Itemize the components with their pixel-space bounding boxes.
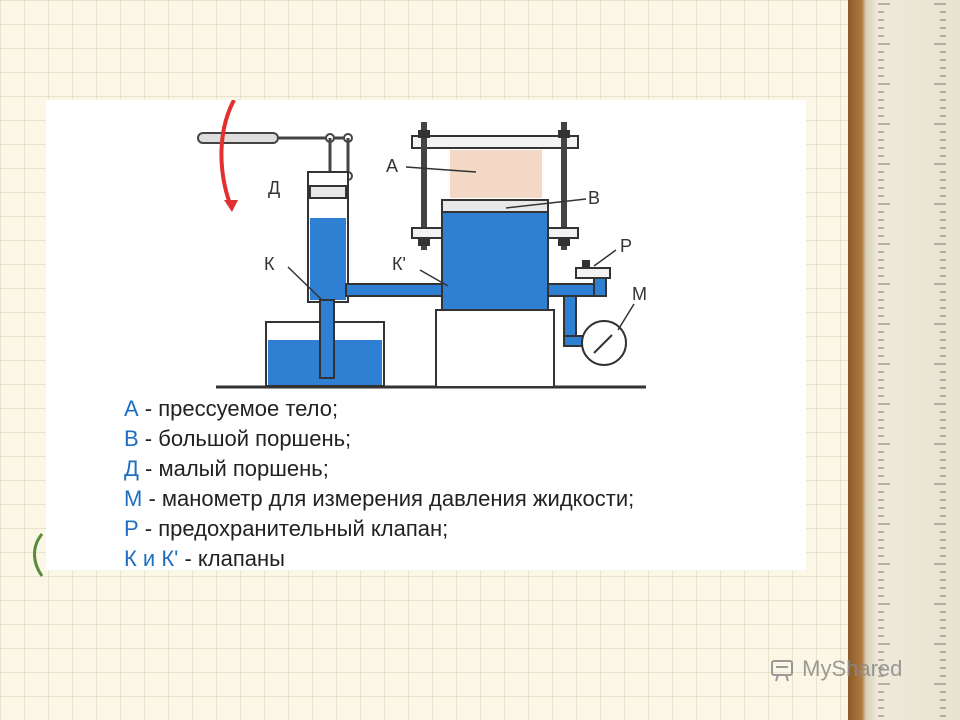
- legend-item-a: А - прессуемое тело;: [124, 396, 339, 421]
- suction-pipe: [319, 299, 335, 379]
- connecting-pipe: [345, 283, 451, 297]
- legend-item-k: К и К' - клапаны: [124, 546, 285, 570]
- nut-bottom-right: [558, 238, 570, 246]
- big-cylinder: [441, 199, 549, 311]
- pedestal: [435, 309, 555, 388]
- nut-top-left: [418, 130, 430, 138]
- top-plate: [411, 135, 579, 149]
- small-cylinder-water: [310, 218, 346, 300]
- small-piston: [309, 185, 347, 199]
- leader-k-prime: [419, 269, 449, 287]
- legend-item-b: В - большой поршень;: [124, 426, 352, 451]
- slide-card: А В Д К К' Р М А - прессуемое тело; В - …: [46, 100, 806, 570]
- watermark: MyShared: [768, 656, 902, 683]
- manometer-needle: [593, 334, 613, 354]
- label-p: Р: [620, 236, 632, 256]
- label-a: А: [386, 156, 398, 176]
- small-piston-gap: [312, 200, 344, 216]
- ruler-ticks: [878, 3, 946, 717]
- hydraulic-press-diagram: А В Д К К' Р М: [197, 100, 647, 389]
- leader-k: [287, 266, 323, 301]
- legend-item-m: М - манометр для измерения давления жидк…: [124, 486, 635, 511]
- nut-top-right: [558, 130, 570, 138]
- leader-m: [617, 303, 635, 331]
- decorative-arc: [33, 533, 44, 577]
- lever-handle: [197, 132, 279, 144]
- valve-weight: [582, 260, 590, 268]
- legend-item-d: Д - малый поршень;: [124, 456, 329, 481]
- leader-p: [593, 249, 617, 267]
- label-b: В: [588, 188, 600, 208]
- leader-b: [505, 198, 587, 209]
- myshared-logo-icon: [771, 660, 793, 682]
- big-piston: [441, 199, 549, 213]
- label-k-prime: К': [392, 254, 406, 274]
- watermark-text: MyShared: [802, 656, 903, 681]
- leader-a: [405, 166, 477, 173]
- ruler-decoration: [848, 0, 960, 720]
- nut-bottom-left: [418, 238, 430, 246]
- legend-item-p: Р - предохранительный клапан;: [124, 516, 449, 541]
- safety-valve: [575, 267, 611, 279]
- label-d: Д: [268, 178, 280, 198]
- label-k: К: [264, 254, 275, 274]
- label-m: М: [632, 284, 647, 304]
- rotation-arrowhead: [224, 200, 238, 212]
- rotation-arrow: [219, 100, 236, 205]
- pressed-body: [450, 150, 542, 198]
